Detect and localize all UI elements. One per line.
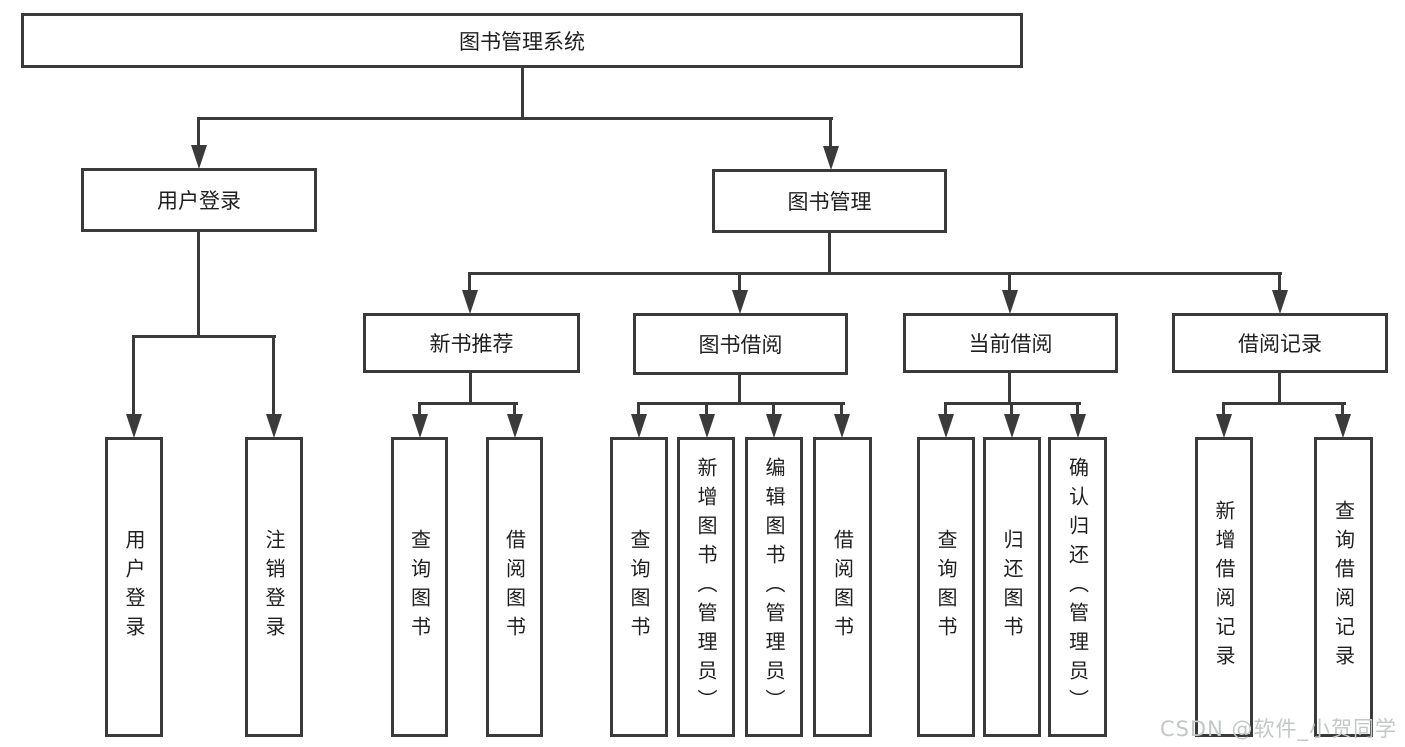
arrow-down-icon xyxy=(766,414,782,438)
node-book-management: 图书管理 xyxy=(712,169,947,233)
arrow-down-icon xyxy=(631,414,647,438)
leaf-label: 借阅图书 xyxy=(502,529,527,645)
leaf-return-book: 归还图书 xyxy=(983,437,1041,737)
connector-line xyxy=(1222,402,1346,405)
leaf-borrow-book: 借阅图书 xyxy=(486,437,543,737)
connector-line xyxy=(705,402,708,416)
connector-line xyxy=(468,272,471,294)
node-library-management-system: 图书管理系统 xyxy=(21,13,1023,68)
connector-line xyxy=(772,402,775,416)
leaf-user-login: 用户登录 xyxy=(105,437,163,737)
leaf-label: 用户登录 xyxy=(122,529,146,645)
leaf-label: 注销登录 xyxy=(262,529,286,645)
arrow-down-icon xyxy=(1070,414,1086,438)
connector-line xyxy=(1278,272,1281,294)
arrow-down-icon xyxy=(191,145,207,169)
connector-line xyxy=(840,402,843,416)
connector-line xyxy=(1008,272,1011,294)
arrow-down-icon xyxy=(412,414,428,438)
leaf-label: 编辑图书（管理员） xyxy=(762,456,786,718)
connector-line xyxy=(197,232,200,338)
arrow-down-icon xyxy=(1002,290,1018,314)
leaf-query-borrow-record: 查询借阅记录 xyxy=(1314,437,1373,737)
leaf-edit-book-admin: 编辑图书（管理员） xyxy=(745,437,803,737)
leaf-label: 查询图书 xyxy=(407,529,432,645)
leaf-label: 新增图书（管理员） xyxy=(694,456,718,718)
node-user-login: 用户登录 xyxy=(81,168,317,232)
connector-line xyxy=(272,335,275,415)
leaf-add-borrow-record: 新增借阅记录 xyxy=(1195,437,1253,737)
leaf-add-book-admin: 新增图书（管理员） xyxy=(677,437,735,737)
node-label: 当前借阅 xyxy=(968,332,1053,356)
leaf-confirm-return-admin: 确认归还（管理员） xyxy=(1048,437,1107,737)
leaf-label: 借阅图书 xyxy=(830,529,855,645)
leaf-query-book: 查询图书 xyxy=(917,437,975,737)
connector-line xyxy=(637,402,640,416)
arrow-down-icon xyxy=(1335,414,1351,438)
arrow-down-icon xyxy=(732,290,748,314)
connector-line xyxy=(197,117,200,149)
leaf-label: 查询借阅记录 xyxy=(1331,500,1356,674)
connector-line xyxy=(132,335,276,338)
leaf-label: 查询图书 xyxy=(934,529,958,645)
node-label: 图书管理系统 xyxy=(459,29,585,54)
node-label: 新书推荐 xyxy=(429,332,514,356)
connector-line xyxy=(637,402,845,405)
node-borrow-record: 借阅记录 xyxy=(1172,313,1388,373)
connector-line xyxy=(197,117,833,120)
connector-line xyxy=(418,402,421,416)
node-book-borrow: 图书借阅 xyxy=(633,313,848,375)
leaf-borrow-book: 借阅图书 xyxy=(813,437,872,737)
connector-line xyxy=(513,402,516,416)
connector-line xyxy=(944,402,947,416)
node-new-book-recommend: 新书推荐 xyxy=(363,313,580,373)
connector-line xyxy=(829,117,832,150)
connector-line xyxy=(1076,402,1079,416)
leaf-label: 归还图书 xyxy=(1000,529,1024,645)
connector-line xyxy=(1010,402,1013,416)
node-label: 借阅记录 xyxy=(1238,332,1322,356)
leaf-label: 查询图书 xyxy=(627,529,651,645)
connector-line xyxy=(828,233,831,275)
arrow-down-icon xyxy=(266,414,282,438)
csdn-watermark: CSDN @软件_小贺同学 xyxy=(1159,717,1397,741)
connector-line xyxy=(469,373,472,405)
leaf-label: 新增借阅记录 xyxy=(1212,500,1236,674)
arrow-down-icon xyxy=(507,414,523,438)
leaf-logout: 注销登录 xyxy=(245,437,303,737)
arrow-down-icon xyxy=(1216,414,1232,438)
connector-line xyxy=(132,335,135,415)
connector-line xyxy=(1008,373,1011,405)
arrow-down-icon xyxy=(1272,290,1288,314)
leaf-label: 确认归还（管理员） xyxy=(1065,456,1090,718)
connector-line xyxy=(1278,373,1281,405)
node-current-borrow: 当前借阅 xyxy=(903,313,1118,373)
connector-line xyxy=(738,272,741,294)
leaf-query-book: 查询图书 xyxy=(391,437,448,737)
node-label: 图书管理 xyxy=(787,190,872,214)
node-label: 用户登录 xyxy=(157,189,241,213)
arrow-down-icon xyxy=(126,414,142,438)
arrow-down-icon xyxy=(1004,414,1020,438)
arrow-down-icon xyxy=(699,414,715,438)
connector-line xyxy=(521,68,524,118)
connector-line xyxy=(1341,402,1344,416)
arrow-down-icon xyxy=(823,146,839,170)
leaf-query-book: 查询图书 xyxy=(610,437,668,737)
arrow-down-icon xyxy=(938,414,954,438)
connector-line xyxy=(738,375,741,405)
connector-line xyxy=(418,402,518,405)
node-label: 图书借阅 xyxy=(698,333,783,357)
arrow-down-icon xyxy=(462,290,478,314)
connector-line xyxy=(1222,402,1225,416)
arrow-down-icon xyxy=(834,414,850,438)
connector-line xyxy=(468,272,1282,275)
